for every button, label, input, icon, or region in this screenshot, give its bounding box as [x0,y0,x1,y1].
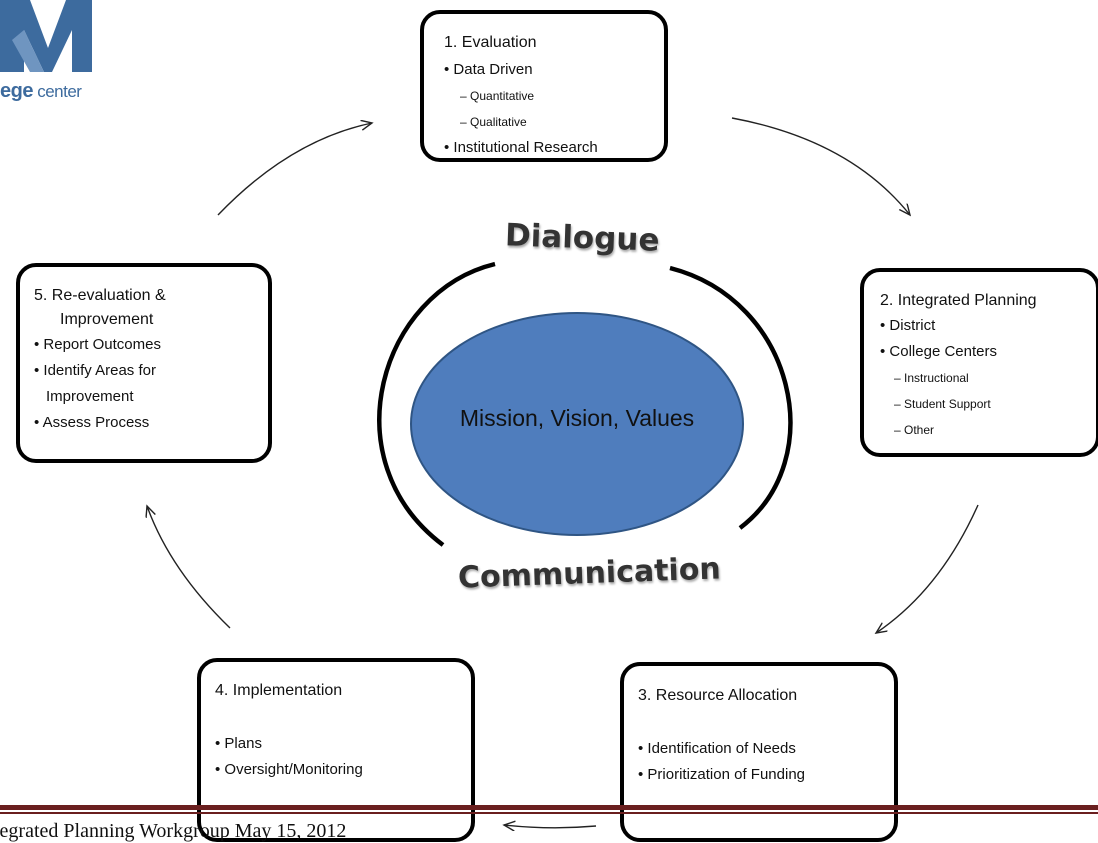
list-item: – Qualitative [460,115,527,129]
list-item: • District [880,317,936,334]
reevaluation-title-line2: Improvement [60,311,154,328]
list-item: • Data Driven [444,61,533,78]
reevaluation-title-line1: 5. Re-evaluation & [34,287,166,304]
arrow-planning-to-resources [876,504,979,633]
resource-allocation-box: 3. Resource Allocation • Identification … [620,662,898,842]
reevaluation-list: • Report Outcomes • Identify Areas for I… [34,332,268,436]
mission-ellipse [410,312,744,536]
list-item: • Assess Process [34,414,150,431]
list-item: • Identify Areas for [34,362,156,379]
integrated-planning-list: • District • College Centers – Instructi… [880,313,1096,443]
resource-allocation-title: 3. Resource Allocation [638,687,798,704]
logo-text: ege center [0,80,82,102]
list-item: – Quantitative [460,89,535,103]
mission-label: Mission, Vision, Values [459,405,695,431]
evaluation-list: • Data Driven – Quantitative – Qualitati… [444,57,664,161]
list-item: • College Centers [880,343,997,360]
implementation-title: 4. Implementation [215,682,343,699]
college-center-logo: ege center [0,0,100,110]
implementation-box: 4. Implementation • Plans • Oversight/Mo… [197,658,475,842]
arc-right [669,265,793,530]
list-item: – Other [894,423,935,437]
logo-mark [0,0,92,72]
implementation-list: • Plans • Oversight/Monitoring [215,731,471,783]
list-item: • Prioritization of Funding [638,766,805,783]
list-item: • Institutional Research [444,139,598,156]
dialogue-label: Dialogue [504,217,661,259]
arrow-evaluation-to-planning [731,117,910,215]
footer-rule-thick [0,805,1098,810]
list-item: – Student Support [894,397,991,411]
arrow-resources-to-implementation [504,825,597,828]
evaluation-box: 1. Evaluation • Data Driven – Quantitati… [420,10,668,162]
footer-text: tegrated Planning Workgroup May 15, 2012 [0,820,347,842]
integrated-planning-title: 2. Integrated Planning [880,292,1037,309]
integrated-planning-box: 2. Integrated Planning • District • Coll… [860,268,1098,457]
arc-left [377,261,496,547]
resource-allocation-list: • Identification of Needs • Prioritizati… [638,736,894,788]
list-item: – Instructional [894,371,969,385]
footer-rule-thin [0,812,1098,814]
list-item: • Plans [215,735,262,752]
list-item: Improvement [46,388,134,405]
reevaluation-box: 5. Re-evaluation & Improvement • Report … [16,263,272,463]
list-item: • Identification of Needs [638,740,796,757]
list-item: • Report Outcomes [34,336,161,353]
arrow-implementation-to-reevaluation [147,506,231,629]
arrow-reevaluation-to-evaluation [217,123,372,216]
evaluation-title: 1. Evaluation [444,34,537,51]
list-item: • Oversight/Monitoring [215,761,363,778]
